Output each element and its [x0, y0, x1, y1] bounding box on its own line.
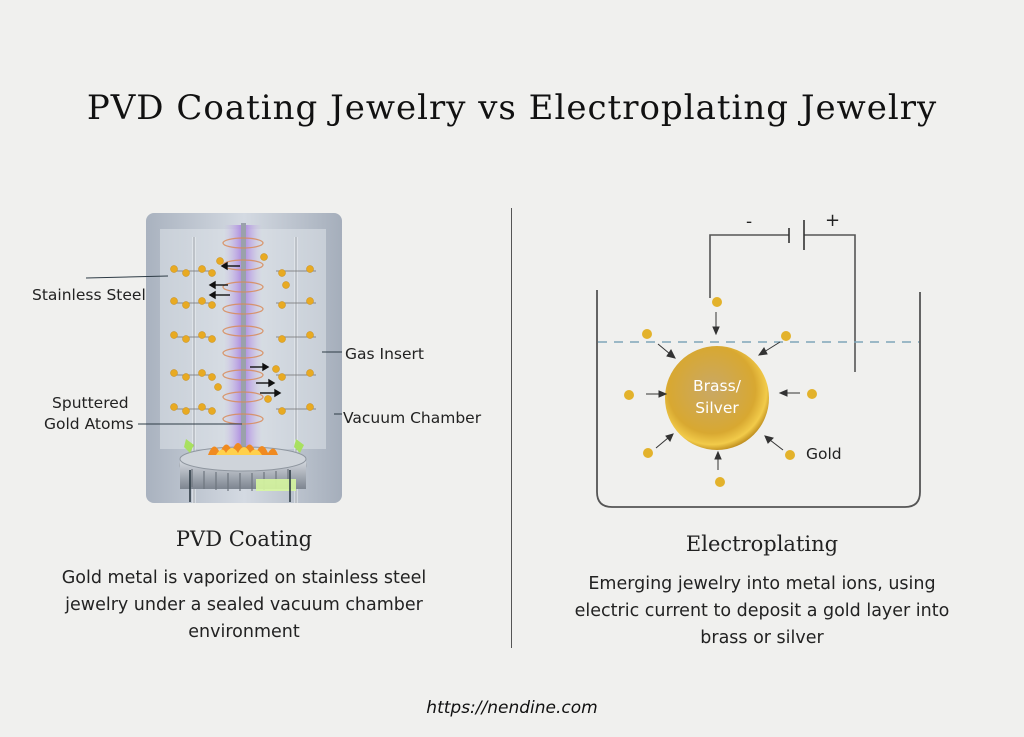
battery-minus-label: - — [746, 212, 753, 232]
sputtered-label-line1: Sputtered — [52, 394, 129, 412]
pvd-subtitle: PVD Coating — [175, 527, 313, 551]
electroplating-subtitle: Electroplating — [685, 532, 839, 556]
vacuum-chamber-label: Vacuum Chamber — [343, 409, 482, 427]
ball-label-line1: Brass/ — [693, 377, 741, 395]
ball-label-line2: Silver — [695, 399, 739, 417]
sputtered-gold-atoms-label: Sputtered Gold Atoms — [44, 393, 134, 435]
battery-plus-label: + — [825, 210, 841, 231]
pvd-chamber-diagram — [146, 213, 342, 503]
center-divider — [511, 208, 512, 648]
jewelry-ball-label: Brass/ Silver — [667, 375, 767, 419]
sputtered-label-line2: Gold Atoms — [44, 415, 134, 433]
page-title: PVD Coating Jewelry vs Electroplating Je… — [86, 88, 938, 128]
electroplating-description: Emerging jewelry into metal ions, using … — [574, 574, 950, 648]
gas-insert-label: Gas Insert — [345, 345, 424, 363]
electroplating-diagram — [596, 220, 921, 508]
gold-label: Gold — [806, 445, 842, 463]
pvd-description: Gold metal is vaporized on stainless ste… — [61, 568, 427, 642]
pvd-leader-lines — [85, 275, 342, 502]
website-url: https://nendine.com — [426, 698, 598, 718]
stainless-steel-label: Stainless Steel — [32, 286, 146, 304]
